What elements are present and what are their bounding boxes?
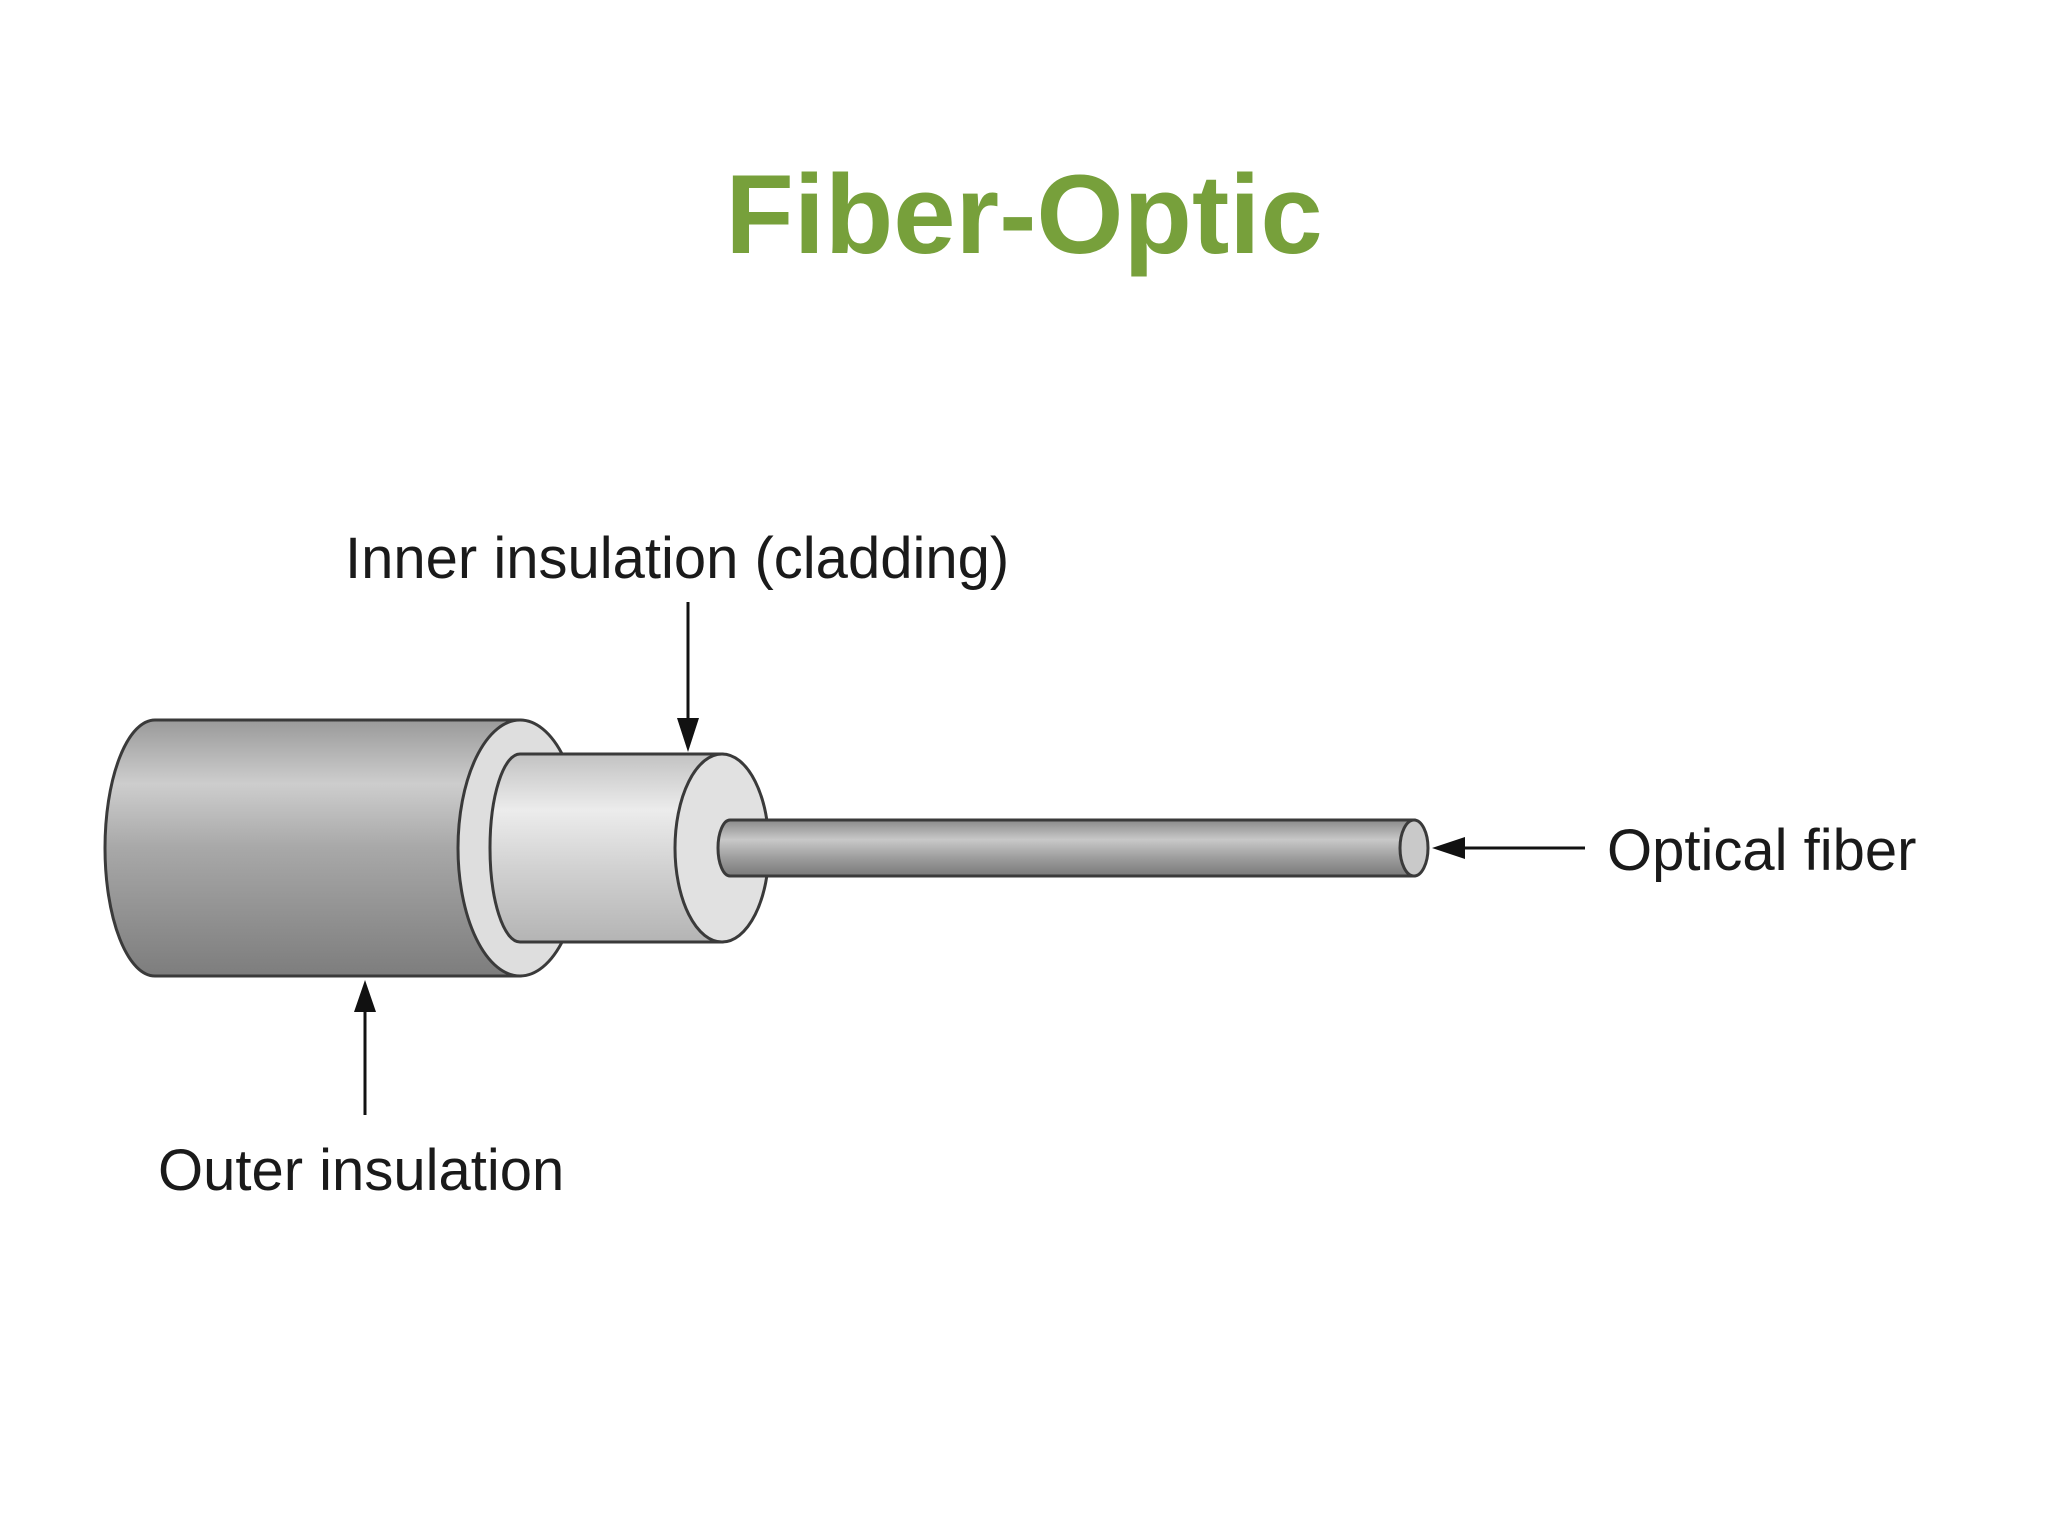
optical-fiber-label: Optical fiber [1607,818,1916,883]
optical-fiber-arrow [1432,837,1585,859]
outer-insulation-arrow [354,980,376,1115]
optical-fiber-shape [716,818,1430,878]
slide-title: Fiber-Optic [725,152,1323,277]
inner-insulation-arrow [677,602,699,752]
inner-insulation-shape [488,752,771,944]
inner-insulation-label: Inner insulation (cladding) [345,526,1009,591]
outer-insulation-label: Outer insulation [158,1138,564,1203]
